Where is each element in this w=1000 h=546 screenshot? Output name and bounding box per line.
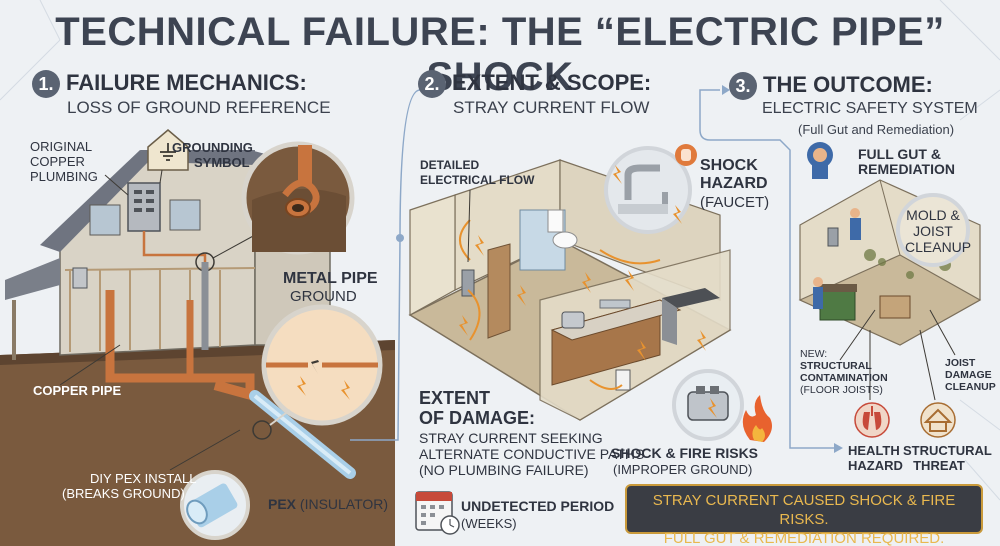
section-1-heading: FAILURE MECHANICS: bbox=[66, 70, 307, 95]
label-shock-fire: SHOCK & FIRE RISKS bbox=[611, 445, 759, 461]
label-metal-pipe: METAL PIPE bbox=[283, 270, 378, 287]
section-2-heading: EXTENT & SCOPE: bbox=[452, 70, 652, 95]
section-2-number: 2. bbox=[418, 70, 446, 98]
label-extent-damage: EXTENT OF DAMAGE: bbox=[419, 388, 535, 428]
label-mold: MOLD & JOIST CLEANUP bbox=[905, 207, 972, 255]
label-original-copper: ORIGINAL COPPER PLUMBING bbox=[30, 139, 98, 184]
label-joist-damage: JOIST DAMAGE CLEANUP bbox=[945, 357, 996, 393]
label-stray-seeking: STRAY CURRENT SEEKING ALTERNATE CONDUCTI… bbox=[419, 430, 645, 478]
label-pex: PEX (INSULATOR) bbox=[268, 496, 389, 512]
label-improper-ground: (IMPROPER GROUND) bbox=[613, 462, 753, 477]
label-shock-hazard: SHOCK HAZARD bbox=[700, 157, 768, 192]
section-2-subheading: STRAY CURRENT FLOW bbox=[453, 98, 650, 117]
section-3-subheading: ELECTRIC SAFETY SYSTEM bbox=[762, 100, 978, 117]
page-title: TECHNICAL FAILURE: THE “ELECTRIC PIPE” S… bbox=[55, 10, 945, 99]
label-detailed-flow: DETAILED ELECTRICAL FLOW bbox=[420, 158, 535, 187]
section-3-heading: THE OUTCOME: bbox=[763, 72, 933, 97]
label-weeks: (WEEKS) bbox=[461, 516, 517, 531]
label-faucet: (FAUCET) bbox=[700, 194, 770, 211]
label-full-gut: FULL GUT & REMEDIATION bbox=[858, 146, 955, 177]
conclusion-banner: STRAY CURRENT CAUSED SHOCK & FIRE RISKS.… bbox=[625, 484, 983, 546]
label-health-hazard: HEALTH HAZARD bbox=[848, 443, 903, 473]
label-grounding-symbol: GROUNDING SYMBOL bbox=[172, 140, 253, 170]
label-diy-pex: DIY PEX INSTALL (BREAKS GROUND) bbox=[62, 471, 197, 501]
label-copper-pipe: COPPER PIPE bbox=[33, 383, 122, 398]
section-1-subheading: LOSS OF GROUND REFERENCE bbox=[67, 98, 331, 117]
label-structural-threat: STRUCTURAL THREAT bbox=[903, 443, 992, 473]
label-undetected: UNDETECTED PERIOD bbox=[461, 498, 615, 514]
label-new-contamination: NEW: STRUCTURAL CONTAMINATION (FLOOR JOI… bbox=[800, 348, 888, 396]
label-ground: GROUND bbox=[290, 288, 357, 305]
section-3-subheading-2: (Full Gut and Remediation) bbox=[798, 122, 955, 137]
section-1-number: 1. bbox=[32, 70, 60, 98]
section-3-number: 3. bbox=[729, 72, 757, 100]
